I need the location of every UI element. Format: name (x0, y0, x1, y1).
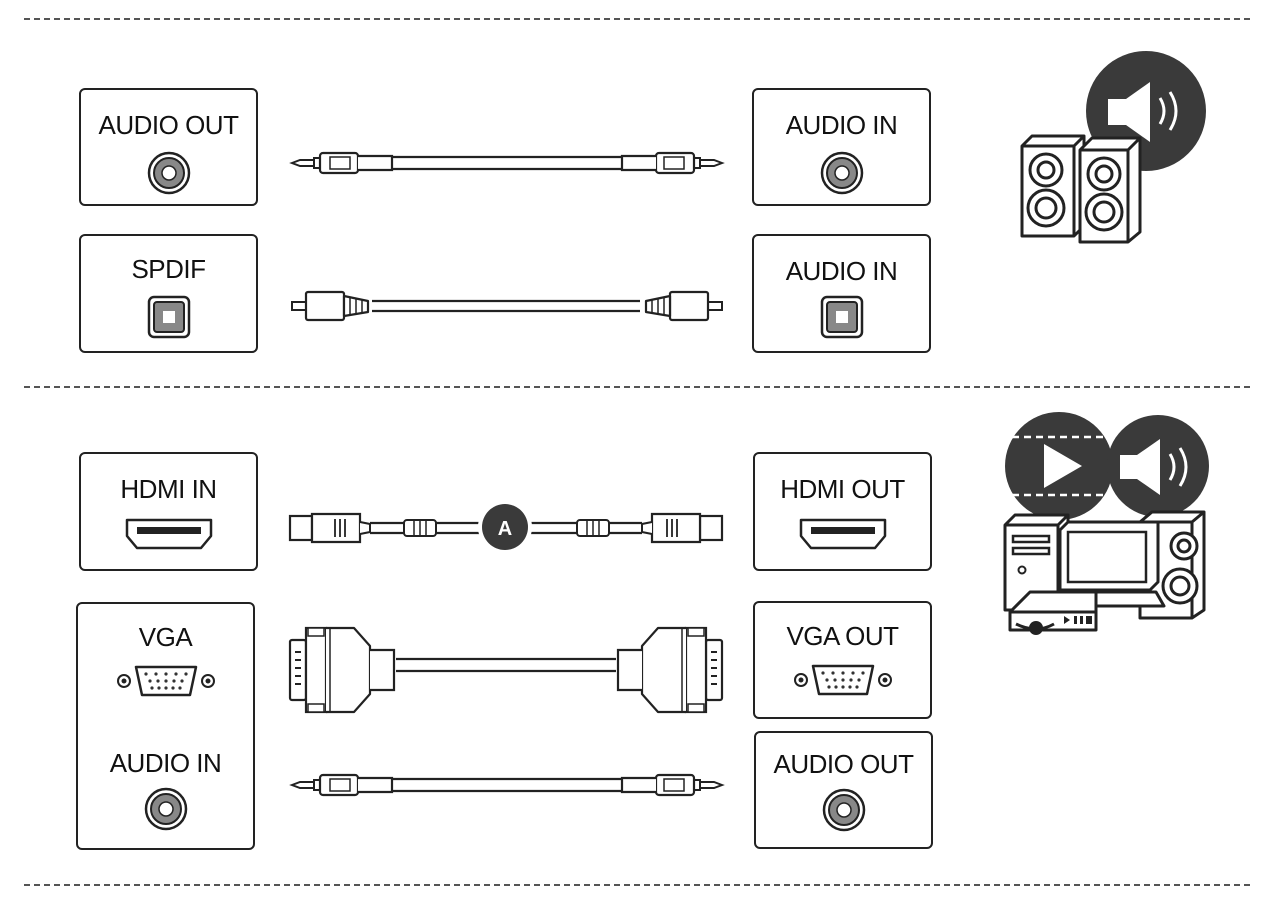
port-label: SPDIF (131, 254, 206, 284)
port-label: HDMI OUT (780, 474, 905, 504)
hdmi-port-icon (799, 518, 886, 550)
audio-jack-icon (822, 788, 865, 832)
audio-in-port: AUDIO IN (752, 88, 931, 206)
vga-port-icon (116, 665, 215, 697)
hdmi-out-port: HDMI OUT (753, 452, 932, 571)
vga-cable (288, 626, 724, 714)
pc-monitor-speaker-player-icon (1003, 412, 1209, 635)
audio-cable (290, 151, 724, 175)
port-label: VGA (138, 622, 193, 652)
optical-port-icon (820, 295, 863, 339)
audio-out-port-pc: AUDIO OUT (754, 731, 933, 849)
speaker-pair-with-sound-icon (1020, 51, 1206, 244)
spdif-port: SPDIF (79, 234, 258, 353)
divider-bottom (24, 884, 1250, 886)
cable-badge (482, 504, 528, 550)
audio-jack-icon (147, 151, 190, 195)
audio-jack-icon (820, 151, 863, 195)
cable-badge-label: A (498, 518, 512, 540)
port-label: VGA OUT (786, 621, 899, 651)
port-label: AUDIO IN (785, 256, 898, 286)
optical-cable (290, 290, 724, 322)
audio-in-optical-port: AUDIO IN (752, 234, 931, 353)
port-label: AUDIO IN (109, 748, 222, 778)
audio-cable-pc (290, 773, 724, 797)
port-label: AUDIO OUT (773, 749, 914, 779)
vga-port-icon (793, 664, 892, 696)
hdmi-in-port: HDMI IN (79, 452, 258, 571)
port-label: AUDIO IN (785, 110, 898, 140)
divider-top (24, 18, 1250, 20)
hdmi-cable: A (288, 500, 724, 554)
vga-audio-in-panel: VGA AUDIO IN (76, 602, 255, 850)
vga-out-port: VGA OUT (753, 601, 932, 719)
hdmi-port-icon (125, 518, 212, 550)
audio-out-port: AUDIO OUT (79, 88, 258, 206)
optical-port-icon (147, 295, 190, 339)
audio-jack-icon (144, 787, 187, 831)
port-label: HDMI IN (120, 474, 217, 504)
port-label: AUDIO OUT (98, 110, 239, 140)
divider-middle (24, 386, 1250, 388)
